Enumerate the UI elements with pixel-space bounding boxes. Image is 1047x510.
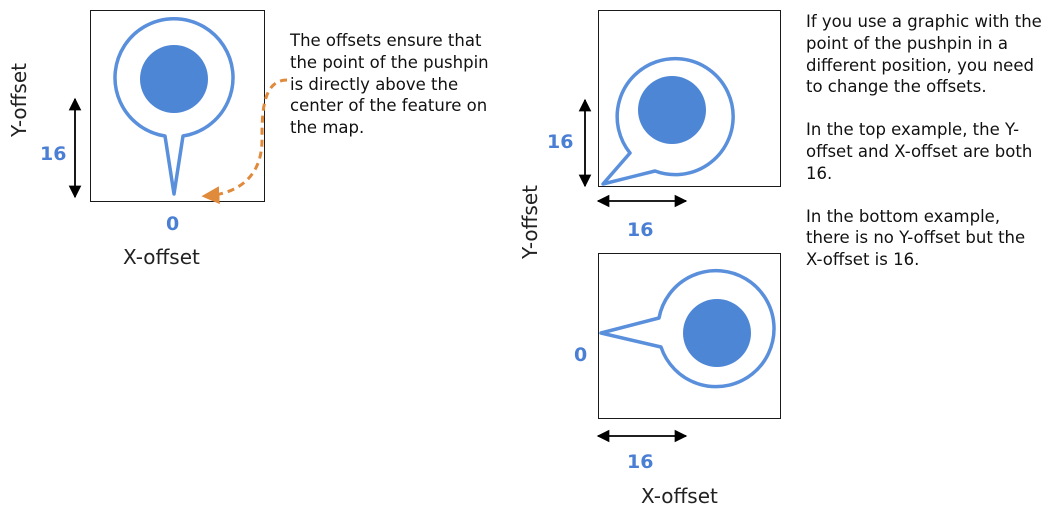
bottom-y-value: 0 — [574, 344, 588, 366]
pushpin-icon-left — [113, 16, 235, 196]
pushpin-icon-top-right — [601, 56, 735, 186]
explanation-para-1: If you use a graphic with the point of t… — [806, 12, 1042, 97]
shared-y-offset-label: Y-offset — [518, 185, 542, 260]
top-y-value: 16 — [547, 131, 574, 153]
explanation-para-3: In the bottom example, there is no Y-off… — [806, 206, 1026, 270]
bottom-x-offset-label: X-offset — [641, 484, 718, 508]
left-y-value: 16 — [40, 143, 67, 165]
top-right-pin-frame — [598, 10, 781, 187]
left-x-value: 0 — [166, 213, 180, 235]
left-x-offset-label: X-offset — [123, 245, 200, 269]
bottom-right-pin-frame — [598, 253, 781, 419]
top-x-value: 16 — [627, 219, 654, 241]
explanation-text: If you use a graphic with the point of t… — [806, 11, 1044, 271]
left-y-offset-label: Y-offset — [7, 63, 31, 138]
callout-arrow — [201, 78, 288, 205]
pushpin-icon-bottom-right — [599, 268, 776, 389]
explanation-para-2: In the top example, the Y-offset and X-o… — [806, 120, 1033, 183]
left-caption: The offsets ensure that the point of the… — [290, 31, 489, 138]
bottom-x-value: 16 — [627, 451, 654, 473]
